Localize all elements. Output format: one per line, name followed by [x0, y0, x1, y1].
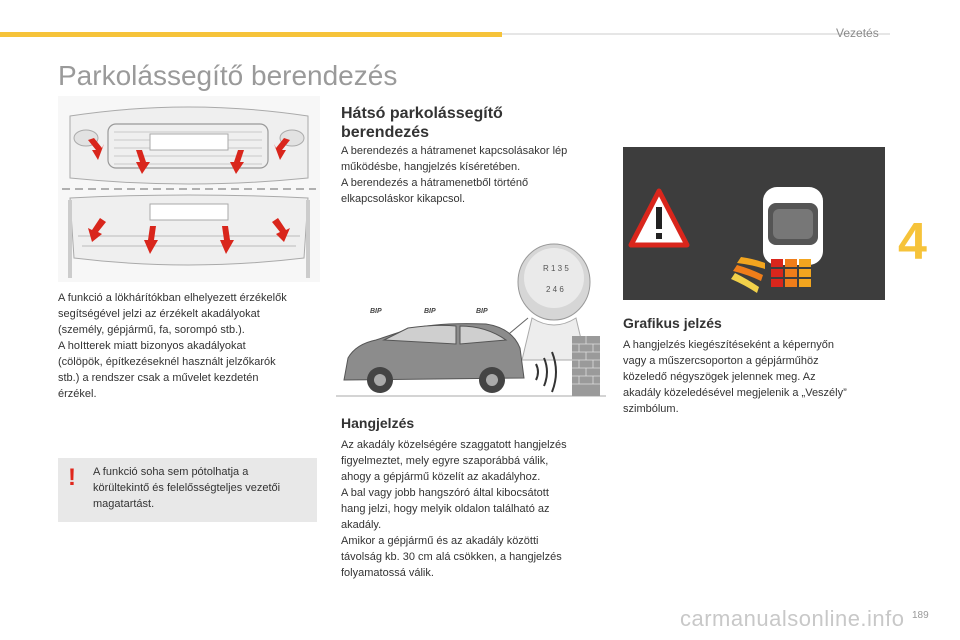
chapter-number: 4	[898, 213, 927, 271]
gear-pattern-top: R 1 3 5	[543, 264, 569, 273]
parking-display-graphic	[623, 147, 885, 300]
watermark: carmanualsonline.info	[680, 606, 905, 631]
bip-label: BIP	[476, 308, 488, 315]
car-top-view-icon	[763, 187, 823, 265]
graphic-line: akadály közeledésével megjelenik a „Vesz…	[623, 387, 847, 399]
rear-assist-line: A berendezés a hátramenet kapcsolásakor …	[341, 145, 568, 157]
graphic-line: vagy a műszercsoporton a gépjárműhöz	[623, 355, 819, 367]
graphic-paragraph: A hangjelzés kiegészítéseként a képernyő…	[623, 337, 885, 417]
graphic-heading: Grafikus jelzés	[623, 315, 722, 331]
page-title: Parkolássegítő berendezés	[58, 60, 398, 91]
sound-line: Az akadály közelségére szaggatott hangje…	[341, 439, 567, 451]
bip-label: BIP	[424, 308, 436, 315]
warning-box: ! A funkció soha sem pótolhatja a körült…	[58, 458, 317, 522]
warning-text: A funkció soha sem pótolhatja a körültek…	[93, 464, 308, 512]
intro-line: segítségével jelzi az érzékelt akadályok…	[58, 308, 260, 320]
rear-assist-line: A berendezés a hátramenetből történő	[341, 177, 529, 189]
sound-line: A bal vagy jobb hangszóró által kibocsát…	[341, 487, 549, 499]
sound-line: távolság kb. 30 cm alá csökken, a hangje…	[341, 551, 562, 563]
intro-line: A hoItterek miatt bizonyos akadályokat	[58, 340, 246, 352]
rear-assist-heading-line: Hátsó parkolássegítő	[341, 105, 503, 122]
sound-line: ahogy a gépjármű közelít az akadályhoz.	[341, 471, 541, 483]
rear-assist-line: elkapcsoláskor kikapcsol.	[341, 193, 466, 205]
exclamation-icon: !	[68, 464, 76, 491]
rear-assist-line: működésbe, hangjelzés kíséretében.	[341, 161, 521, 173]
warning-line: A funkció soha sem pótolhatja a	[93, 466, 249, 478]
rear-assist-heading: Hátsó parkolássegítő berendezés	[341, 104, 503, 142]
sound-line: folyamatossá válik.	[341, 567, 434, 579]
graphic-line: szimbólum.	[623, 403, 679, 415]
sound-line: akadály.	[341, 519, 382, 531]
gear-pattern-bottom: 2 4 6	[546, 285, 564, 294]
bip-label: BIP	[370, 308, 382, 315]
danger-triangle-icon	[628, 188, 690, 248]
intro-line: (személy, gépjármű, fa, sorompó stb.).	[58, 324, 245, 336]
warning-line: magatartást.	[93, 498, 155, 510]
header-rule	[502, 33, 890, 35]
sound-line: Amikor a gépjármű és az akadály közötti	[341, 535, 539, 547]
intro-line: stb.) a rendszer csak a művelet kezdetén	[58, 372, 259, 384]
rear-assist-paragraph: A berendezés a hátramenet kapcsolásakor …	[341, 143, 611, 207]
proximity-bars	[731, 257, 811, 293]
intro-line: A funkció a lökhárítókban elhelyezett ér…	[58, 292, 287, 304]
page-number: 189	[912, 610, 929, 621]
sound-line: hang jelzi, hogy melyik oldalon találhat…	[341, 503, 550, 515]
sound-heading: Hangjelzés	[341, 415, 415, 431]
graphic-line: közeledő négyszögek jelennek meg. Az	[623, 371, 816, 383]
rear-assist-heading-line: berendezés	[341, 124, 430, 141]
sound-paragraph: Az akadály közelségére szaggatott hangje…	[341, 437, 611, 581]
intro-line: (cölöpök, építkezéseknél használt jelzők…	[58, 356, 276, 368]
reversing-car-illustration: R 1 3 5 2 4 6 BIP BIP BIP	[336, 243, 606, 397]
graphic-line: A hangjelzés kiegészítéseként a képernyő…	[623, 339, 834, 351]
warning-line: körültekintő és felelősségteljes vezetői	[93, 482, 281, 494]
section-title: Vezetés	[836, 26, 879, 40]
header-accent-bar	[0, 32, 502, 37]
intro-line: érzékel.	[58, 388, 97, 400]
bumper-sensors-illustration	[58, 96, 320, 282]
intro-paragraph: A funkció a lökhárítókban elhelyezett ér…	[58, 290, 320, 402]
sound-line: figyelmeztet, mely egyre szaporábbá váli…	[341, 455, 549, 467]
